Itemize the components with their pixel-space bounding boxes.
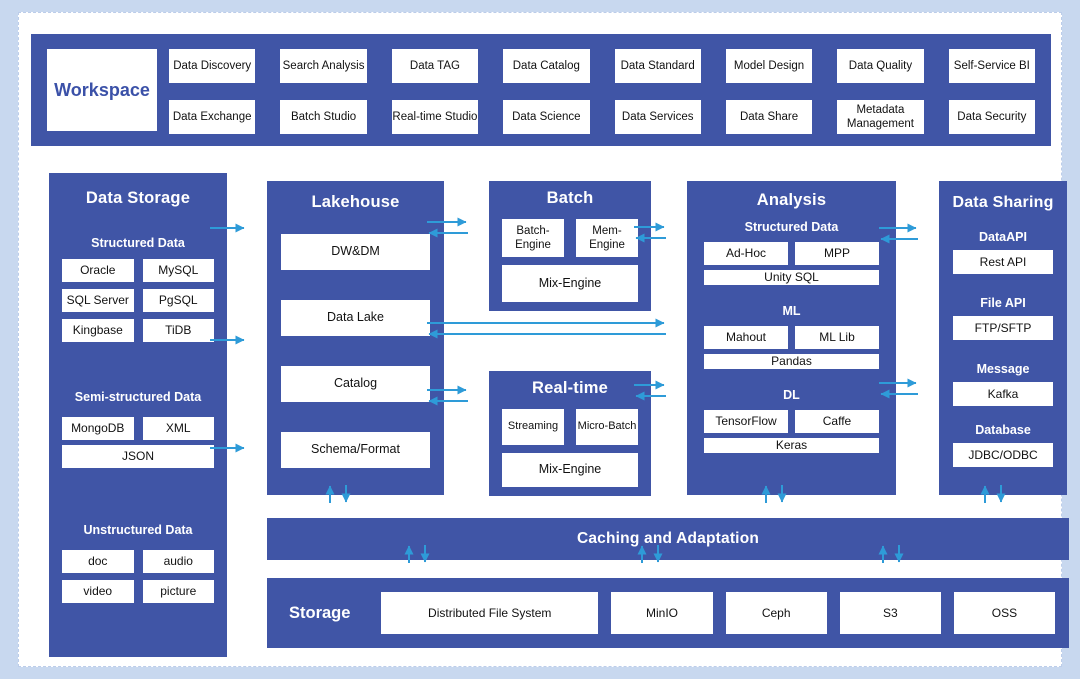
jdbc-odbc-box: JDBC/ODBC — [953, 443, 1053, 467]
workspace-bar: Workspace Data Discovery Search Analysis… — [31, 34, 1051, 146]
db-json: JSON — [62, 445, 214, 468]
module-model-design: Model Design — [725, 49, 813, 83]
db-tidb: TiDB — [142, 319, 214, 342]
structured-db-grid: Oracle MySQL SQL Server PgSQL Kingbase T… — [49, 259, 227, 342]
batch-title: Batch — [546, 189, 594, 207]
lib-pandas: Pandas — [704, 354, 879, 369]
db-sqlserver: SQL Server — [62, 289, 134, 312]
batch-engine-row: Batch-Engine Mem-Engine — [489, 219, 651, 257]
diagram-panel: Workspace Data Discovery Search Analysis… — [18, 12, 1069, 667]
micro-batch-engine: Micro-Batch — [576, 409, 638, 445]
engine-ad-hoc: Ad-Hoc — [704, 242, 788, 265]
file-api-label: File API — [980, 296, 1026, 310]
analysis-structured-grid: Ad-Hoc MPP — [687, 242, 896, 265]
storage-oss: OSS — [953, 592, 1056, 634]
file-doc: doc — [62, 550, 134, 573]
db-xml: XML — [142, 417, 214, 440]
module-data-discovery: Data Discovery — [169, 49, 256, 83]
module-data-share: Data Share — [725, 100, 813, 134]
lib-mllib: ML Lib — [795, 326, 879, 349]
engine-unity-sql: Unity SQL — [704, 270, 879, 285]
realtime-column: Real-time Streaming Micro-Batch Mix-Engi… — [489, 371, 651, 496]
structured-data-label: Structured Data — [91, 236, 185, 250]
lakehouse-column: Lakehouse DW&DM Data Lake Catalog Schema… — [267, 181, 444, 495]
module-data-science: Data Science — [503, 100, 590, 134]
module-data-quality: Data Quality — [837, 49, 924, 83]
analysis-title: Analysis — [756, 191, 827, 209]
workspace-label-box: Workspace — [47, 49, 157, 131]
lib-caffe: Caffe — [795, 410, 879, 433]
module-data-services: Data Services — [614, 100, 701, 134]
realtime-title: Real-time — [531, 379, 609, 397]
module-realtime-studio: Real-time Studio — [391, 100, 479, 134]
data-sharing-title: Data Sharing — [952, 194, 1054, 211]
dataapi-label: DataAPI — [979, 230, 1027, 244]
lib-keras: Keras — [704, 438, 879, 453]
db-mysql: MySQL — [142, 259, 214, 282]
data-storage-title: Data Storage — [85, 189, 191, 207]
database-label: Database — [975, 423, 1031, 437]
data-storage-column: Data Storage Structured Data Oracle MySQ… — [49, 173, 227, 657]
analysis-ml-label: ML — [782, 304, 801, 318]
db-mongodb: MongoDB — [62, 417, 134, 440]
db-kingbase: Kingbase — [62, 319, 134, 342]
caching-adaptation-bar: Caching and Adaptation — [267, 518, 1069, 560]
storage-ceph: Ceph — [725, 592, 827, 634]
db-pgsql: PgSQL — [142, 289, 214, 312]
caching-title: Caching and Adaptation — [576, 530, 760, 547]
lib-mahout: Mahout — [704, 326, 788, 349]
module-data-security: Data Security — [948, 100, 1035, 134]
module-data-catalog: Data Catalog — [503, 49, 590, 83]
storage-s3: S3 — [839, 592, 941, 634]
lakehouse-dwdm: DW&DM — [281, 234, 430, 270]
analysis-structured-label: Structured Data — [744, 220, 839, 234]
workspace-module-grid: Data Discovery Search Analysis Data TAG … — [169, 49, 1035, 134]
db-oracle: Oracle — [62, 259, 134, 282]
lib-tensorflow: TensorFlow — [704, 410, 788, 433]
module-search-analysis: Search Analysis — [280, 49, 367, 83]
lakehouse-schema-format: Schema/Format — [281, 432, 430, 468]
module-data-exchange: Data Exchange — [169, 100, 256, 134]
unstructured-label: Unstructured Data — [83, 523, 193, 537]
mem-engine: Mem-Engine — [576, 219, 638, 257]
batch-engine: Batch-Engine — [502, 219, 564, 257]
semi-structured-grid: MongoDB XML — [49, 417, 227, 440]
lakehouse-title: Lakehouse — [311, 193, 400, 211]
semi-structured-label: Semi-structured Data — [74, 390, 202, 404]
batch-mix-engine: Mix-Engine — [502, 265, 638, 302]
analysis-column: Analysis Structured Data Ad-Hoc MPP Unit… — [687, 181, 896, 495]
workspace-title: Workspace — [54, 79, 150, 100]
lakehouse-data-lake: Data Lake — [281, 300, 430, 336]
analysis-ml-grid: Mahout ML Lib — [687, 326, 896, 349]
unstructured-grid: doc audio video picture — [49, 550, 227, 603]
analysis-dl-label: DL — [783, 388, 800, 402]
storage-bar: Storage Distributed File System MinIO Ce… — [267, 578, 1069, 648]
lakehouse-catalog: Catalog — [281, 366, 430, 402]
analysis-dl-grid: TensorFlow Caffe — [687, 410, 896, 433]
storage-systems-row: Distributed File System MinIO Ceph S3 OS… — [381, 592, 1056, 634]
realtime-engine-row: Streaming Micro-Batch — [489, 409, 651, 445]
rest-api-box: Rest API — [953, 250, 1053, 274]
storage-minio: MinIO — [611, 592, 713, 634]
file-audio: audio — [142, 550, 214, 573]
batch-column: Batch Batch-Engine Mem-Engine Mix-Engine — [489, 181, 651, 311]
storage-dfs: Distributed File System — [381, 592, 599, 634]
streaming-engine: Streaming — [502, 409, 564, 445]
data-sharing-column: Data Sharing DataAPI Rest API File API F… — [939, 181, 1067, 495]
module-data-tag: Data TAG — [391, 49, 479, 83]
engine-mpp: MPP — [795, 242, 879, 265]
realtime-mix-engine: Mix-Engine — [502, 453, 638, 487]
file-video: video — [62, 580, 134, 603]
module-data-standard: Data Standard — [614, 49, 701, 83]
module-batch-studio: Batch Studio — [280, 100, 367, 134]
module-self-service-bi: Self-Service BI — [948, 49, 1035, 83]
kafka-box: Kafka — [953, 382, 1053, 406]
ftp-sftp-box: FTP/SFTP — [953, 316, 1053, 340]
file-picture: picture — [142, 580, 214, 603]
message-label: Message — [976, 362, 1030, 376]
module-metadata-management: Metadata Management — [837, 100, 924, 134]
storage-title: Storage — [289, 603, 351, 622]
